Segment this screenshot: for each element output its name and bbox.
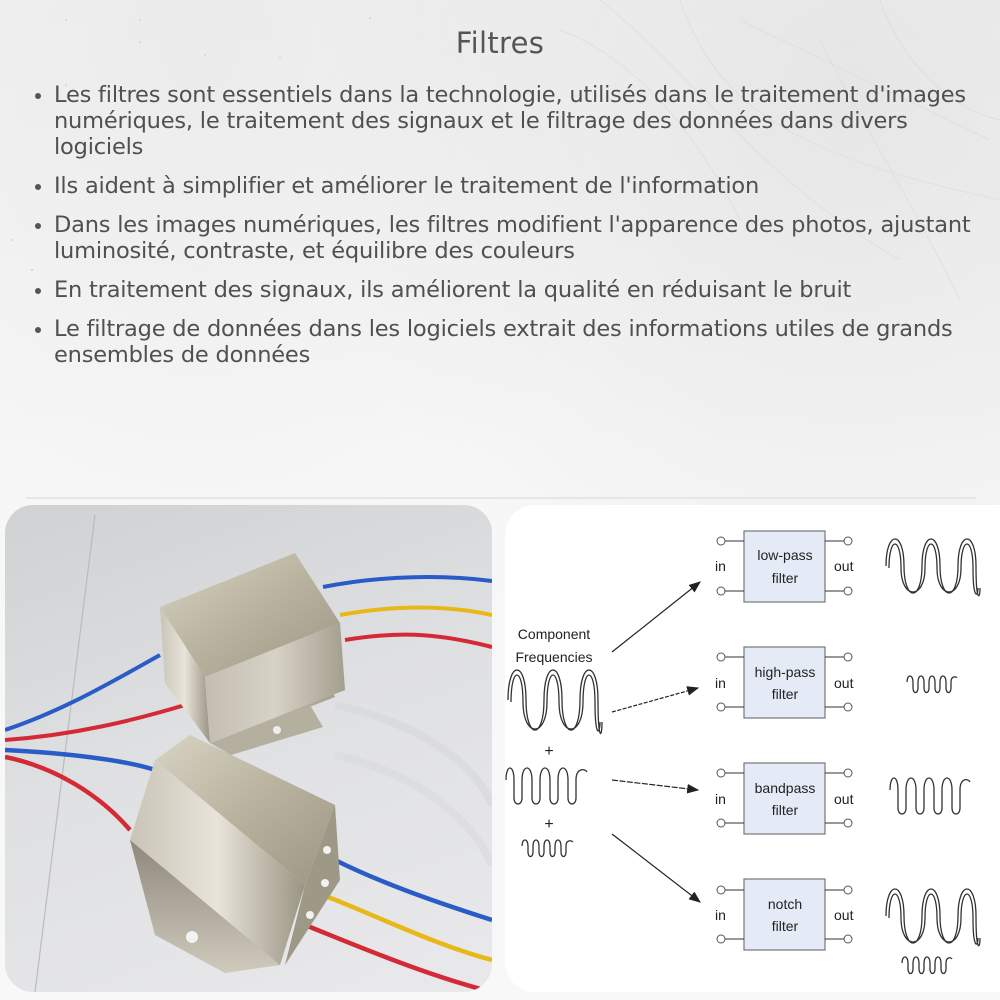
page-title: Filtres <box>455 26 545 60</box>
filter-name-line2: filter <box>772 686 799 702</box>
yellow-wire <box>339 605 492 617</box>
high-pass-filter-block: in out high-pass filter <box>715 646 958 719</box>
in-label: in <box>715 791 726 807</box>
filter-box <box>743 762 826 835</box>
bullet-dot-icon <box>35 327 41 333</box>
out-label: out <box>834 675 854 691</box>
filter-photo <box>5 505 492 992</box>
bullet-item: Les filtres sont essentiels dans la tech… <box>33 82 983 160</box>
notch-output-waves-icon <box>885 888 981 975</box>
bullet-text: Les filtres sont essentiels dans la tech… <box>54 82 966 160</box>
filter-box <box>743 878 826 951</box>
low-pass-filter-block: in out low-pass filter <box>715 530 981 603</box>
out-label: out <box>834 907 854 923</box>
filter-name-line2: filter <box>772 802 799 818</box>
in-label: in <box>715 907 726 923</box>
filter-box <box>743 530 826 603</box>
bullet-dot-icon <box>35 223 41 229</box>
filter-types-diagram: Component Frequencies + + <box>505 505 1000 992</box>
bullet-dot-icon <box>35 184 41 190</box>
bullet-item: Dans les images numériques, les filtres … <box>33 212 983 264</box>
mid-frequency-output-wave-icon <box>889 777 971 815</box>
blue-wire <box>322 575 492 589</box>
red-wire <box>344 632 492 649</box>
arrow-to-low-pass <box>611 581 701 653</box>
bullet-text: Ils aident à simplifier et améliorer le … <box>54 173 760 199</box>
plus-sign: + <box>544 816 553 833</box>
arrow-to-high-pass <box>611 686 700 713</box>
filter-name-line1: notch <box>768 896 802 912</box>
source-low-wave-icon <box>507 669 603 735</box>
source-high-wave-icon <box>521 839 574 858</box>
out-label: out <box>834 791 854 807</box>
bandpass-filter-block: in out bandpass filter <box>715 762 971 835</box>
filter-name-line2: filter <box>772 570 799 586</box>
arrow-to-bandpass <box>611 779 700 794</box>
source-mid-wave-icon <box>505 767 588 805</box>
section-divider <box>26 497 976 499</box>
in-label: in <box>715 675 726 691</box>
notch-filter-block: in out notch filter <box>715 878 981 975</box>
low-frequency-output-wave-icon <box>885 538 981 597</box>
bullet-text: Dans les images numériques, les filtres … <box>54 212 971 264</box>
bullet-text: En traitement des signaux, ils amélioren… <box>54 277 852 303</box>
bullet-item: En traitement des signaux, ils amélioren… <box>33 277 983 303</box>
bullet-item: Ils aident à simplifier et améliorer le … <box>33 173 983 199</box>
bullet-dot-icon <box>35 93 41 99</box>
filter-name-line1: bandpass <box>755 780 816 796</box>
out-label: out <box>834 558 854 574</box>
bullet-item: Le filtrage de données dans les logiciel… <box>33 316 983 368</box>
plus-sign: + <box>544 743 553 760</box>
in-label: in <box>715 558 726 574</box>
bullet-list: Les filtres sont essentiels dans la tech… <box>33 82 983 381</box>
source-label-line1: Component <box>518 626 590 642</box>
filter-name-line1: low-pass <box>757 547 812 563</box>
source-label-line2: Frequencies <box>515 649 592 665</box>
bullet-dot-icon <box>35 288 41 294</box>
filter-name-line1: high-pass <box>755 664 816 680</box>
high-frequency-output-wave-icon <box>906 675 958 694</box>
arrow-to-notch <box>611 833 701 903</box>
filter-box <box>743 646 826 719</box>
filter-name-line2: filter <box>772 918 799 934</box>
bullet-text: Le filtrage de données dans les logiciel… <box>54 316 953 368</box>
